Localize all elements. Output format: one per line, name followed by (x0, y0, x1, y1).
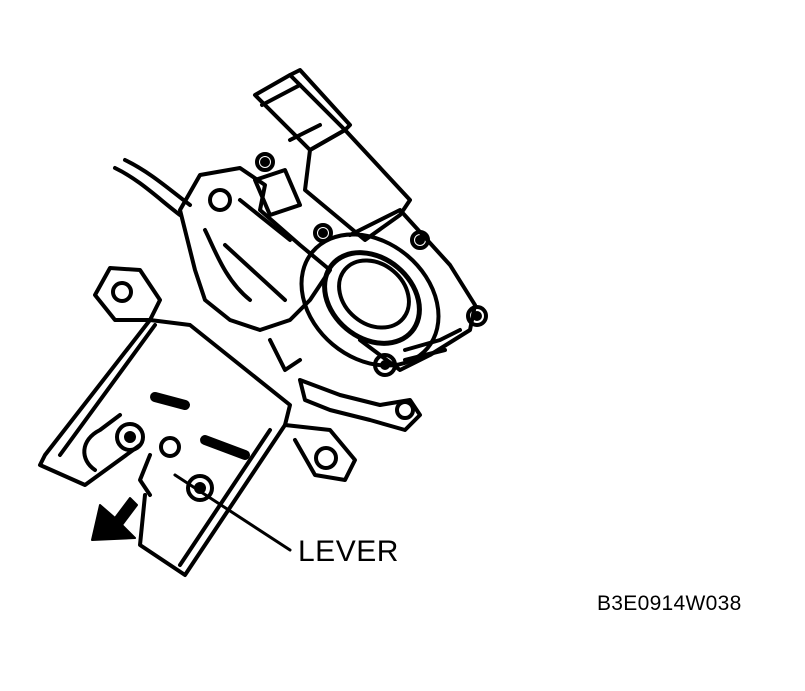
lower-linkage (268, 338, 422, 432)
mounting-bracket (38, 266, 357, 577)
cable (113, 158, 192, 217)
lever-leader-line (173, 473, 292, 552)
push-arrow-icon (91, 497, 138, 541)
bracket-slots (82, 392, 250, 502)
round-knob (299, 232, 488, 377)
figure-code: B3E0914W038 (597, 592, 742, 615)
lever-label: LEVER (298, 535, 399, 568)
upper-housing (178, 166, 332, 332)
